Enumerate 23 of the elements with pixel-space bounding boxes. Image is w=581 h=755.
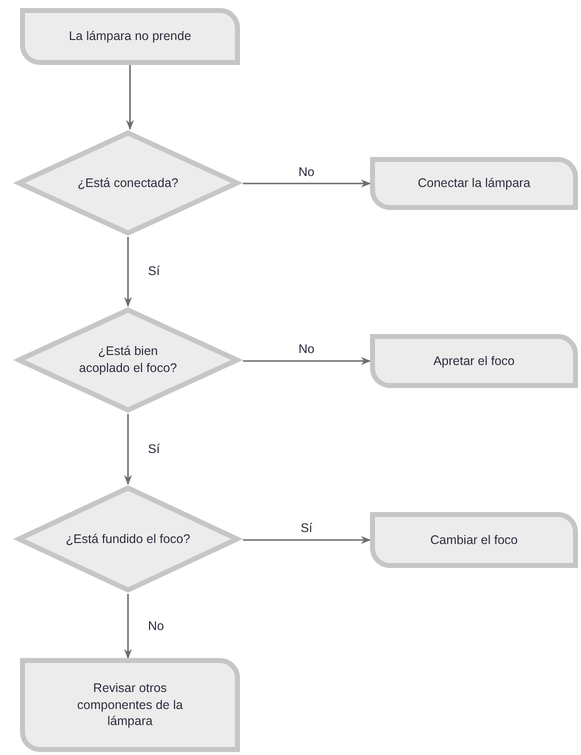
process-box	[370, 157, 578, 210]
arrow	[124, 414, 132, 485]
process-box	[20, 658, 240, 752]
arrow	[126, 65, 134, 130]
process-box	[370, 512, 578, 568]
arrow	[243, 357, 371, 365]
arrow	[243, 180, 371, 188]
node-text: ¿Está bien acoplado el foco?	[78, 343, 178, 377]
node-text: ¿Está fundido el foco?	[64, 530, 192, 548]
node-text: Conectar la lámpara	[416, 175, 532, 192]
node-text: Revisar otros componentes de la lámpara	[76, 680, 184, 730]
edge-label: No	[296, 164, 316, 180]
arrow	[243, 536, 371, 544]
edge-label: No	[146, 618, 166, 634]
arrow	[124, 594, 132, 659]
node-text: Apretar el foco	[432, 352, 516, 370]
edge-label: Sí	[146, 442, 162, 456]
process-box	[370, 334, 578, 388]
process-box	[20, 8, 240, 65]
node-text: Cambiar el foco	[429, 532, 519, 548]
node-text: ¿Está conectada?	[76, 174, 180, 192]
arrow	[124, 237, 132, 307]
node-text: La lámpara no prende	[68, 28, 192, 45]
